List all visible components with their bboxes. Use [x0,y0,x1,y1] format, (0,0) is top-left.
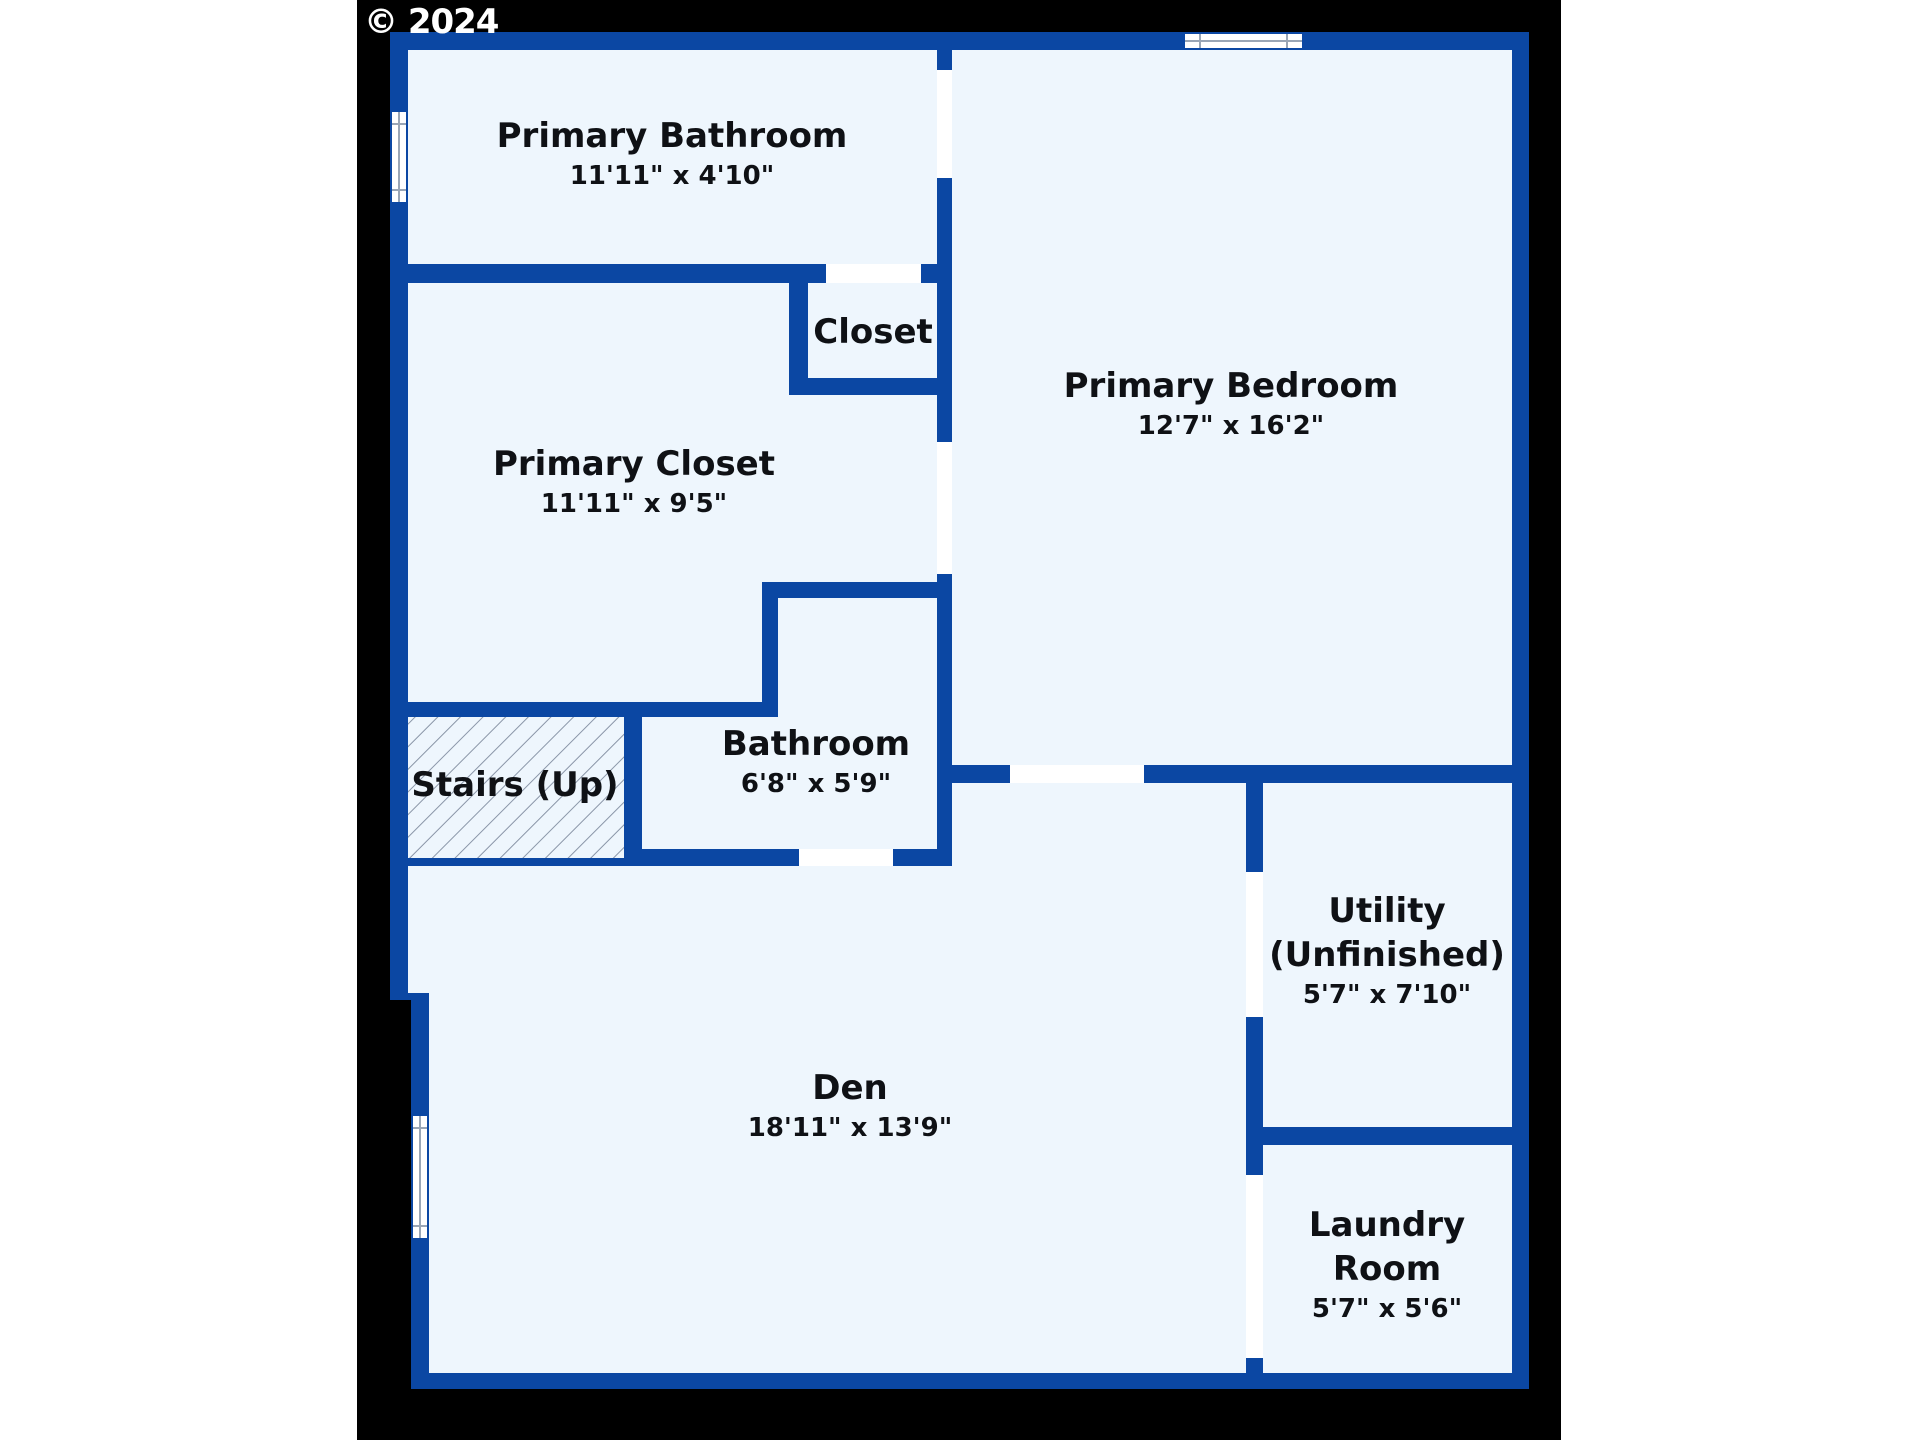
floor-primary-bedroom [952,50,1512,765]
room-label-stairs: Stairs (Up) [411,763,618,807]
room-dimensions: 5'7" x 7'10" [1302,980,1472,1010]
room-label-primary-closet: Primary Closet 11'11" x 9'5" [493,442,775,522]
floor-primary-bathroom [408,50,937,264]
room-dimensions: 6'8" x 5'9" [740,769,892,799]
door-opening [1246,1175,1263,1358]
door-opening [799,849,893,866]
room-name: Den [812,1068,888,1108]
window-left-upper [392,112,406,202]
room-name: Primary Bedroom [1063,366,1399,406]
door-opening [1246,872,1263,1017]
room-label-utility: Utility (Unfinished) 5'7" x 7'10" [1269,889,1505,1013]
room-name: Stairs (Up) [411,765,619,805]
door-opening [937,442,952,574]
room-name: Primary Closet [493,444,775,484]
room-label-bathroom: Bathroom 6'8" x 5'9" [722,722,910,802]
floor-stairs [408,717,624,858]
door-opening [1010,765,1144,783]
room-name-line-2: (Unfinished) [1269,935,1505,975]
window-top [1185,34,1302,48]
room-dimensions: 11'11" x 9'5" [540,489,728,519]
floor-laundry [1263,1145,1512,1373]
door-opening [826,264,921,283]
floor-utility [1263,783,1512,1127]
room-dimensions: 5'7" x 5'6" [1311,1294,1463,1324]
room-label-primary-bedroom: Primary Bedroom 12'7" x 16'2" [1064,364,1399,444]
room-dimensions: 18'11" x 13'9" [747,1113,953,1143]
copyright-notice: © 2024 [364,2,499,42]
room-name: Utility [1328,891,1446,931]
floor-bathroom [642,598,937,849]
room-name: Laundry [1308,1205,1466,1245]
room-name: Closet [813,312,933,352]
room-label-closet: Closet [813,310,933,354]
room-label-primary-bathroom: Primary Bathroom 11'11" x 4'10" [497,114,848,194]
floor-closet [808,283,937,378]
room-name: Bathroom [721,724,911,764]
room-name: Primary Bathroom [496,116,848,156]
door-opening [937,70,952,178]
room-dimensions: 12'7" x 16'2" [1137,411,1325,441]
floor-primary-closet [408,283,937,702]
room-name-line-2: Room [1332,1249,1442,1289]
room-dimensions: 11'11" x 4'10" [569,161,775,191]
room-label-den: Den 18'11" x 13'9" [748,1066,953,1146]
room-label-laundry: Laundry Room 5'7" x 5'6" [1309,1203,1465,1327]
window-left-lower [413,1116,427,1238]
floor-den [408,783,1246,1373]
